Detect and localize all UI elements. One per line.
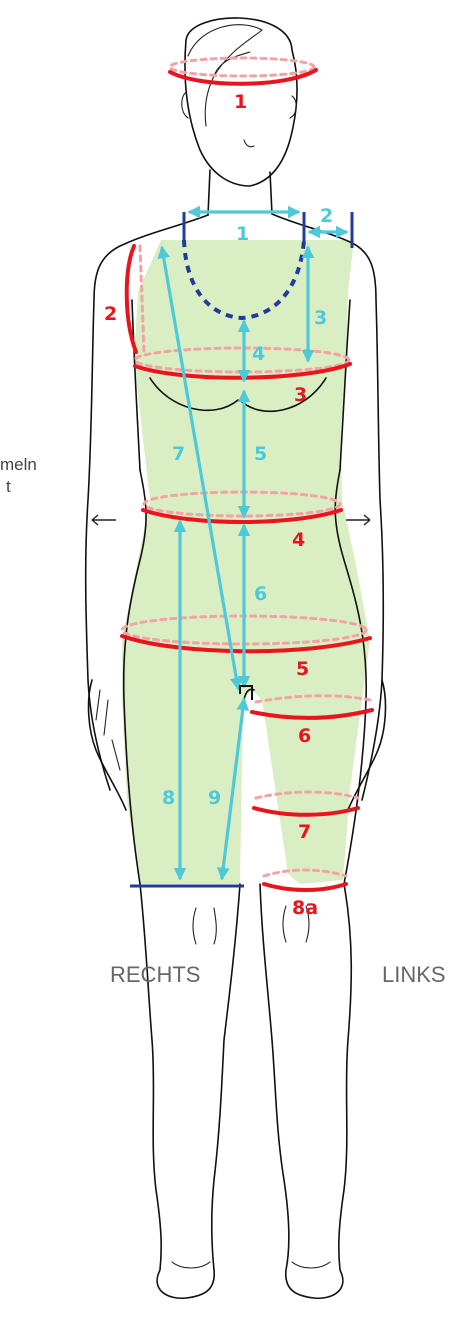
label-cyan-2: 2: [320, 205, 333, 227]
label-cyan-8: 8: [162, 787, 175, 809]
label-red-1: 1: [234, 91, 247, 113]
label-red-7: 7: [298, 821, 311, 843]
label-cyan-9: 9: [208, 787, 221, 809]
label-cyan-4: 4: [252, 343, 265, 365]
head-band-back: [170, 58, 314, 76]
neck-outline: [208, 170, 272, 215]
label-cyan-6: 6: [254, 583, 267, 605]
label-red-4: 4: [292, 529, 305, 551]
label-cyan-1: 1: [236, 223, 249, 245]
side-arrow-right: [346, 515, 370, 525]
label-links: LINKS: [382, 962, 446, 987]
label-rechts: RECHTS: [110, 962, 200, 987]
knee-band: [264, 884, 346, 890]
cropped-note-line-2: t: [6, 477, 11, 496]
label-red-5: 5: [296, 658, 309, 680]
label-cyan-3: 3: [314, 307, 327, 329]
side-arrow-left: [92, 515, 116, 525]
armpit-arc: [127, 246, 136, 352]
label-cyan-7: 7: [172, 443, 185, 465]
torso-fill: [122, 240, 370, 884]
label-red-2: 2: [104, 303, 117, 325]
label-red-6: 6: [298, 725, 311, 747]
label-red-8a: 8a: [292, 897, 318, 919]
cropped-note-line-1: meln: [0, 455, 37, 474]
label-cyan-5: 5: [254, 443, 267, 465]
label-red-3: 3: [294, 384, 307, 406]
